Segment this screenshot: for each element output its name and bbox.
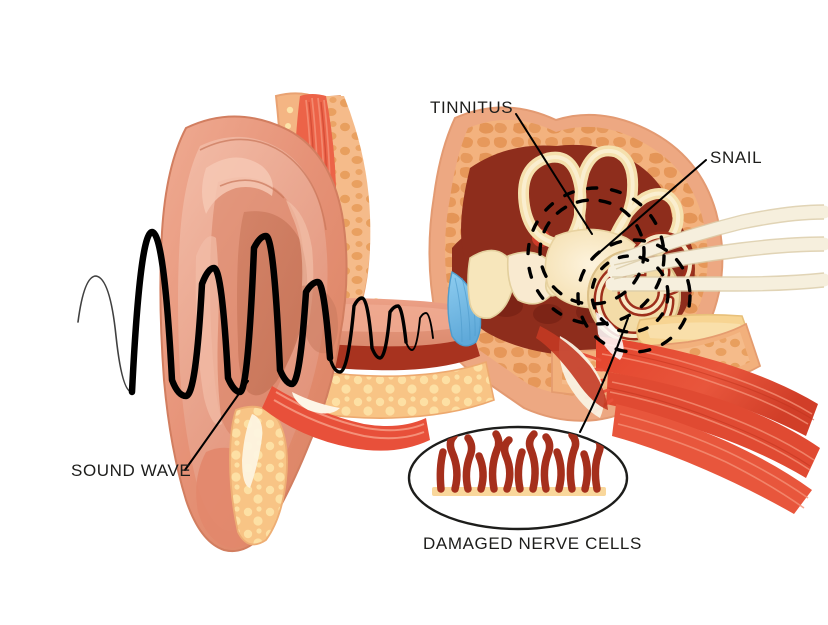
auditory-nerve-outlines [611,204,825,292]
sound-wave [77,228,434,400]
damaged-nerve-cells-inset [407,425,629,531]
inset-hair-cells [436,430,604,493]
lobe-cartilage-patch [229,405,288,546]
auditory-nerve-bundles [605,205,828,291]
leader-tinnitus [515,113,593,235]
label-sound-wave: SOUND WAVE [71,461,192,480]
leader-lines [184,113,707,471]
tinnitus-dashed-arcs [526,186,692,354]
neck-muscle-bands [574,336,820,514]
leader-snail [599,159,707,253]
label-tinnitus: TINNITUS [430,98,514,117]
canal-base-muscle [262,386,430,451]
leader-sound-wave [184,380,249,471]
connective-strand [536,326,608,410]
label-snail: SNAIL [710,148,763,167]
label-damaged-nerve-cells: DAMAGED NERVE CELLS [423,534,642,553]
leader-damaged-nerve-cells [579,317,629,433]
